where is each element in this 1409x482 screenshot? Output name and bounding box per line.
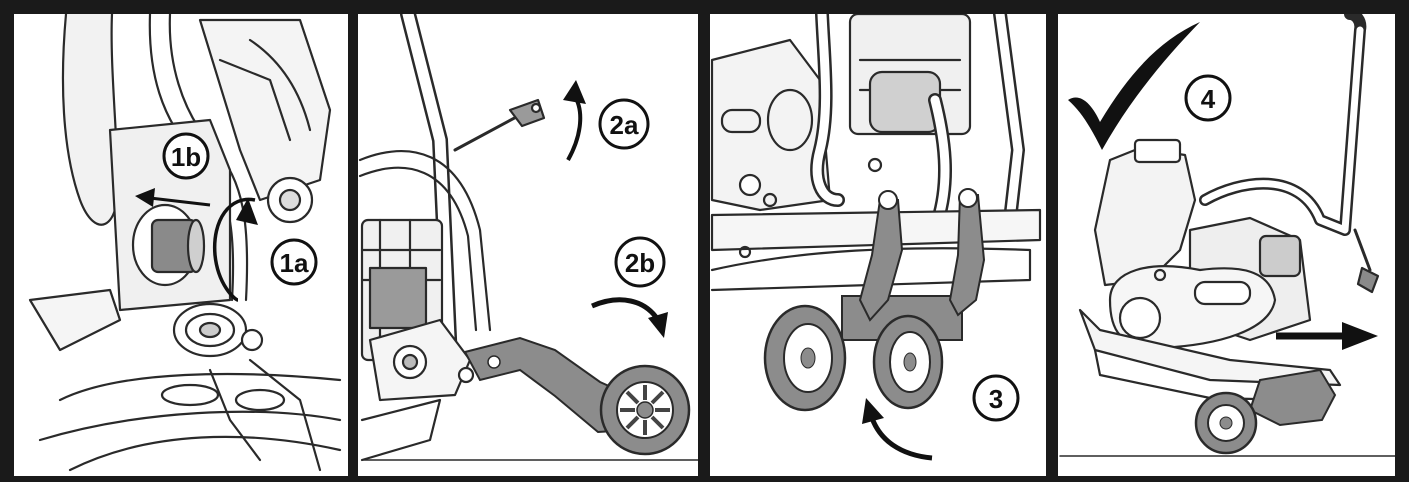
- step-label-1b: 1b: [162, 132, 210, 180]
- panel-1: 1b 1a: [14, 14, 348, 476]
- transport-wheel: [1194, 391, 1258, 455]
- wheel-left: [763, 304, 847, 412]
- base-plate: [1078, 308, 1342, 387]
- step-label-4: 4: [1184, 74, 1232, 122]
- divider-2: [698, 0, 710, 482]
- push-arrow-icon: [1276, 322, 1378, 350]
- svg-text:2b: 2b: [625, 248, 655, 278]
- panel-4: 4: [1058, 14, 1395, 476]
- handle-tube-left: [61, 14, 120, 226]
- svg-text:3: 3: [989, 384, 1003, 414]
- svg-text:1a: 1a: [280, 248, 309, 278]
- check-mark-icon: [1068, 22, 1200, 150]
- svg-text:2a: 2a: [610, 110, 639, 140]
- base-plate: [28, 288, 122, 352]
- arrow-2b-icon: [591, 297, 668, 338]
- divider-1: [348, 14, 358, 476]
- divider-3: [1046, 14, 1058, 476]
- wheel-right: [872, 314, 944, 410]
- svg-text:4: 4: [1201, 84, 1216, 114]
- rotate-arrow-1a-icon: [212, 197, 258, 302]
- step-label-1a: 1a: [270, 238, 318, 286]
- panel-3: 3: [710, 14, 1046, 476]
- step-label-2a: 2a: [598, 98, 650, 150]
- panel-2: 2a 2b: [358, 14, 698, 476]
- step-label-2b: 2b: [614, 236, 666, 288]
- svg-text:1b: 1b: [171, 142, 201, 172]
- arrow-2a-icon: [563, 80, 586, 161]
- arrow-1b-icon: [135, 188, 211, 207]
- arrow-3-icon: [862, 398, 933, 461]
- transport-wheel: [599, 364, 691, 456]
- step-label-3: 3: [972, 374, 1020, 422]
